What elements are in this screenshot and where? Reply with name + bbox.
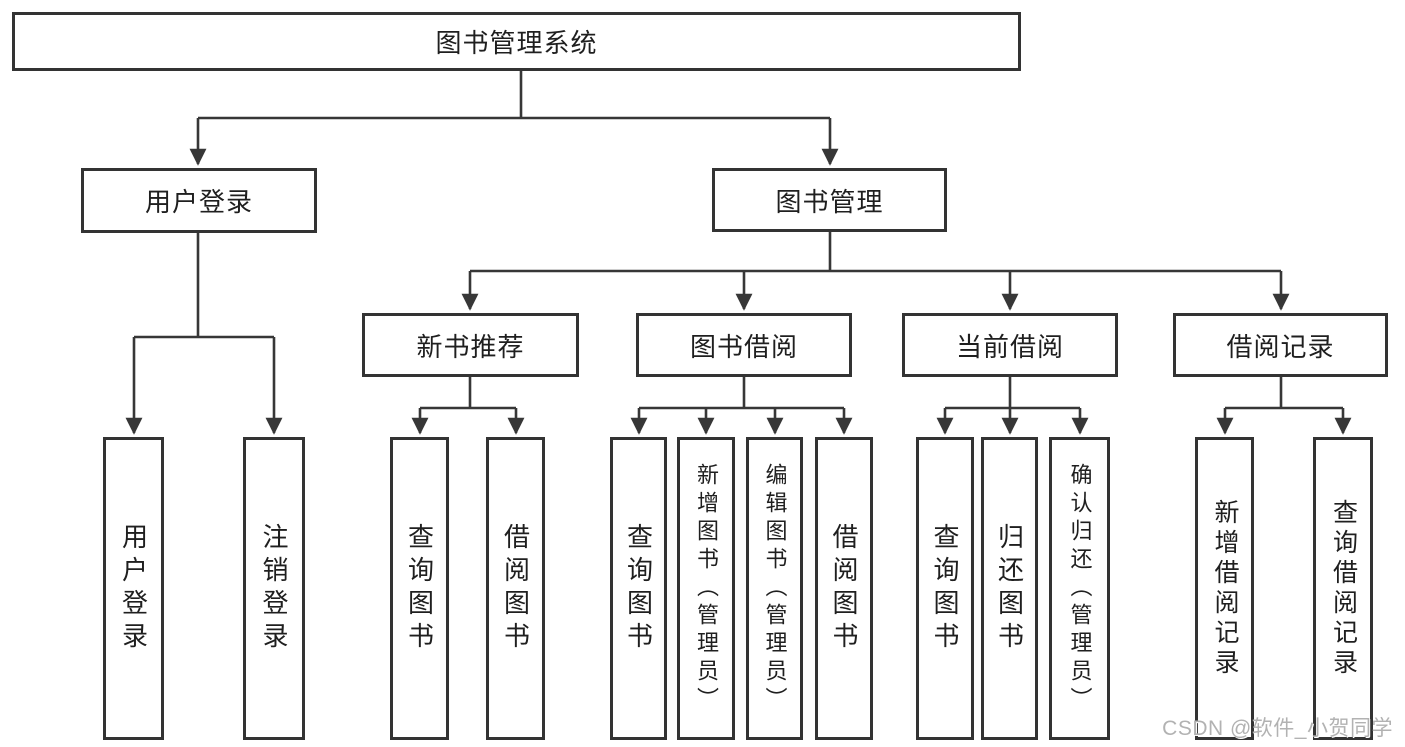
leaf-query-books-recommend: 查询图书 [390,437,449,740]
node-borrow-records: 借阅记录 [1173,313,1388,377]
leaf-add-books-admin-label: 新增图书（管理员） [694,462,719,715]
edges-root-to-level2 [189,71,839,166]
leaf-query-books-borrow-label: 查询图书 [623,522,654,655]
node-borrow-records-label: 借阅记录 [1226,331,1335,362]
leaf-query-books-current-label: 查询图书 [930,522,960,655]
node-user-login: 用户登录 [81,168,317,233]
node-root: 图书管理系统 [12,12,1021,71]
node-current-borrow: 当前借阅 [902,313,1118,377]
leaf-query-borrow-record-label: 查询借阅记录 [1329,498,1358,679]
node-current-borrow-label: 当前借阅 [955,331,1064,362]
leaf-query-borrow-record: 查询借阅记录 [1313,437,1373,740]
leaf-confirm-return-admin: 确认归还（管理员） [1049,437,1110,740]
leaf-borrow-books-borrow-label: 借阅图书 [829,522,859,655]
leaf-borrow-books-recommend: 借阅图书 [486,437,545,740]
leaf-logout-label: 注销登录 [259,522,289,655]
node-book-borrow-label: 图书借阅 [689,331,798,362]
leaf-query-books-recommend-label: 查询图书 [404,522,435,655]
leaf-edit-books-admin-label: 编辑图书（管理员） [762,462,788,715]
leaf-add-books-admin: 新增图书（管理员） [677,437,735,740]
edges-book-borrow-children [630,377,853,435]
edges-new-book-recommend-children [411,377,525,435]
edges-book-management-children [461,232,1290,311]
node-new-book-recommend: 新书推荐 [362,313,579,377]
leaf-add-borrow-record-label: 新增借阅记录 [1211,498,1239,679]
leaf-query-books-current: 查询图书 [916,437,974,740]
watermark: CSDN @软件_小贺同学 [1162,717,1393,740]
edges-borrow-records-children [1216,377,1352,435]
edges-user-login-children [125,233,283,435]
leaf-add-borrow-record: 新增借阅记录 [1195,437,1254,740]
leaf-return-books: 归还图书 [981,437,1038,740]
node-root-label: 图书管理系统 [435,28,598,58]
leaf-return-books-label: 归还图书 [994,522,1025,655]
leaf-logout: 注销登录 [243,437,305,740]
leaf-borrow-books-borrow: 借阅图书 [815,437,873,740]
leaf-user-login-label: 用户登录 [118,522,149,655]
leaf-user-login: 用户登录 [103,437,164,740]
leaf-borrow-books-recommend-label: 借阅图书 [500,522,531,655]
node-new-book-recommend-label: 新书推荐 [416,331,525,362]
leaf-confirm-return-admin-label: 确认归还（管理员） [1067,462,1093,715]
node-book-management-label: 图书管理 [775,186,884,217]
leaf-edit-books-admin: 编辑图书（管理员） [746,437,803,740]
edges-current-borrow-children [936,377,1089,435]
leaf-query-books-borrow: 查询图书 [610,437,667,740]
node-user-login-label: 用户登录 [144,187,253,217]
node-book-borrow: 图书借阅 [636,313,852,377]
node-book-management: 图书管理 [712,168,947,232]
